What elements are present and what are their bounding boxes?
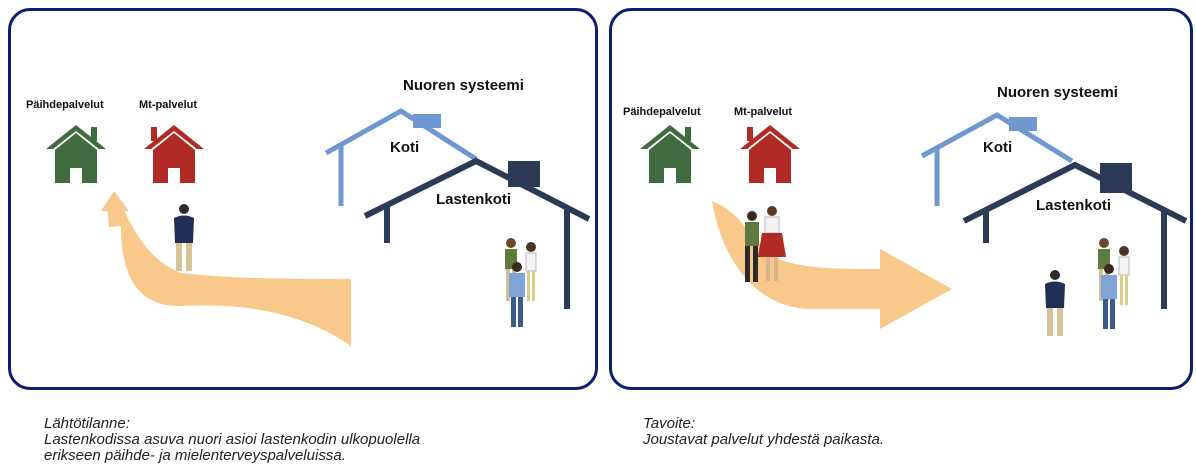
mt-house-icon (144, 125, 204, 183)
mt-house-icon (740, 125, 800, 183)
mt-palvelut-label: Mt-palvelut (734, 106, 793, 118)
caption-line: erikseen päihde- ja mielenterveyspalvelu… (44, 447, 346, 464)
koti-label: Koti (983, 139, 1013, 156)
panel-goal: Päihdepalvelut Mt-palvelut Nuoren systee… (609, 8, 1193, 390)
koti-chimney (413, 114, 441, 128)
caption-current-situation: Lähtötilanne: Lastenkodissa asuva nuori … (44, 416, 420, 464)
goal-scene (640, 112, 1188, 336)
lastenkoti-label: Lastenkoti (436, 191, 512, 208)
path-arrow-head (101, 191, 129, 211)
youth-figure-icon (1045, 270, 1065, 336)
mt-palvelut-label: Mt-palvelut (139, 99, 198, 111)
nuoren-systeemi-title: Nuoren systeemi (403, 77, 524, 94)
koti-label: Koti (390, 139, 420, 156)
nuoren-systeemi-title: Nuoren systeemi (997, 84, 1118, 101)
current-situation-scene (46, 108, 591, 346)
lastenkoti-chimney (508, 161, 540, 187)
caption-title: Tavoite: (643, 415, 695, 432)
lastenkoti-chimney (1100, 163, 1132, 193)
caption-line: Lastenkodissa asuva nuori asioi lastenko… (44, 431, 421, 448)
caption-goal: Tavoite: Joustavat palvelut yhdestä paik… (643, 416, 884, 448)
lastenkoti-house-outline (363, 157, 591, 309)
staff-group-icon (1098, 238, 1130, 329)
paihde-house-icon (46, 125, 106, 183)
panel-current-situation: Päihdepalvelut Mt-palvelut Nuoren systee… (8, 8, 598, 390)
caption-line: Joustavat palvelut yhdestä paikasta. (643, 431, 884, 448)
koti-chimney (1009, 117, 1037, 131)
koti-house-outline (324, 108, 478, 206)
youth-figure-icon (174, 204, 194, 271)
caption-title: Lähtötilanne: (44, 415, 130, 432)
lastenkoti-label: Lastenkoti (1036, 197, 1112, 214)
staff-group-icon (505, 238, 537, 327)
paihde-house-icon (640, 125, 700, 183)
paihdepalvelut-label: Päihdepalvelut (26, 99, 104, 111)
lastenkoti-house-outline (962, 161, 1188, 309)
worker-pair-icon (745, 206, 786, 282)
path-arrow (712, 201, 952, 329)
path-arrow (107, 204, 351, 346)
paihdepalvelut-label: Päihdepalvelut (623, 106, 701, 118)
koti-house-outline (920, 112, 1074, 206)
